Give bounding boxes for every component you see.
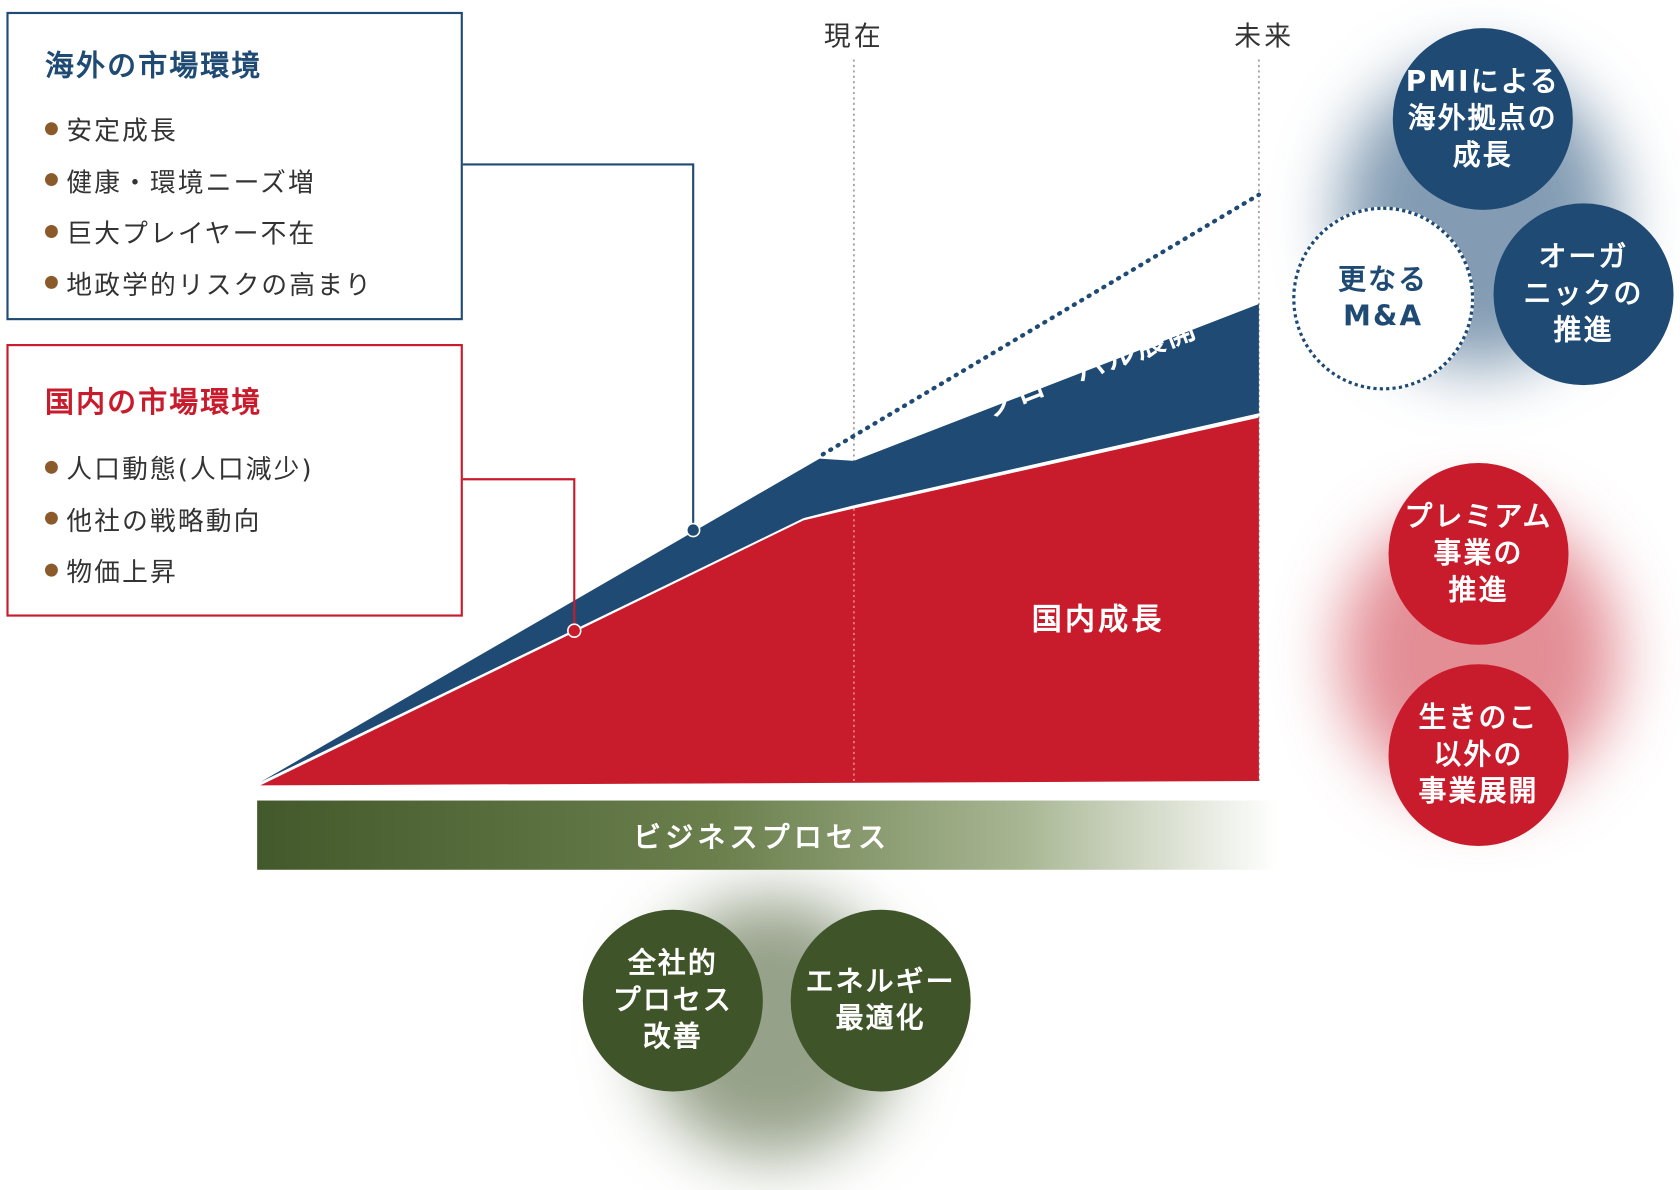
item-text: 物価上昇	[66, 557, 178, 588]
domestic-title: 国内の市場環境	[44, 386, 263, 420]
list-item: 巨大プレイヤー不在	[44, 206, 373, 257]
premium-business-circle: プレミアム 事業の 推進	[1388, 463, 1569, 645]
further-ma-circle: 更なる M&A	[1292, 206, 1475, 391]
now-label: 現在	[823, 20, 884, 52]
domestic-market-box: 国内の市場環境 人口動態(人口減少) 他社の戦略動向 物価上昇	[6, 344, 463, 617]
list-item: 人口動態(人口減少)	[44, 441, 314, 492]
potential-growth-dotted-line	[820, 192, 1262, 457]
bullet-icon	[44, 276, 58, 290]
overseas-market-box: 海外の市場環境 安定成長 健康・環境ニーズ増 巨大プレイヤー不在 地政学的リスク…	[6, 11, 463, 321]
item-text: 巨大プレイヤー不在	[66, 218, 317, 250]
bullet-icon	[44, 460, 58, 474]
non-mushroom-business-circle: 生きのこ 以外の 事業展開	[1388, 664, 1569, 846]
overseas-connector-dot	[685, 522, 701, 538]
list-item: 地政学的リスクの高まり	[44, 257, 373, 308]
overseas-title: 海外の市場環境	[44, 49, 263, 84]
list-item: 他社の戦略動向	[44, 493, 314, 544]
domestic-connector-dot	[567, 623, 582, 638]
bullet-icon	[44, 563, 58, 577]
item-text: 地政学的リスクの高まり	[66, 270, 373, 301]
business-process-label: ビジネスプロセス	[633, 821, 891, 855]
company-process-circle: 全社的 プロセス 改善	[582, 909, 763, 1092]
overseas-connector	[460, 163, 695, 531]
bullet-icon	[44, 224, 58, 238]
pmi-growth-circle: PMIによる 海外拠点の 成長	[1392, 28, 1573, 210]
domestic-connector	[460, 478, 576, 631]
energy-optimization-circle: エネルギー 最適化	[790, 909, 971, 1092]
bullet-icon	[44, 511, 58, 525]
domestic-area	[260, 417, 1259, 786]
future-label: 未来	[1234, 20, 1295, 52]
bullet-icon	[44, 173, 58, 187]
domestic-growth-label: 国内成長	[1031, 601, 1165, 638]
list-item: 健康・環境ニーズ増	[44, 154, 373, 205]
business-process-bar: ビジネスプロセス	[257, 800, 1278, 870]
list-item: 物価上昇	[44, 544, 314, 595]
global-area	[260, 303, 1259, 783]
item-text: 他社の戦略動向	[66, 506, 262, 537]
item-text: 健康・環境ニーズ増	[66, 167, 316, 198]
item-text: 人口動態(人口減少)	[66, 454, 314, 485]
organic-growth-circle: オーガ ニックの 推進	[1493, 203, 1674, 386]
bullet-icon	[44, 121, 58, 135]
item-text: 安定成長	[66, 116, 178, 147]
list-item: 安定成長	[44, 103, 373, 154]
